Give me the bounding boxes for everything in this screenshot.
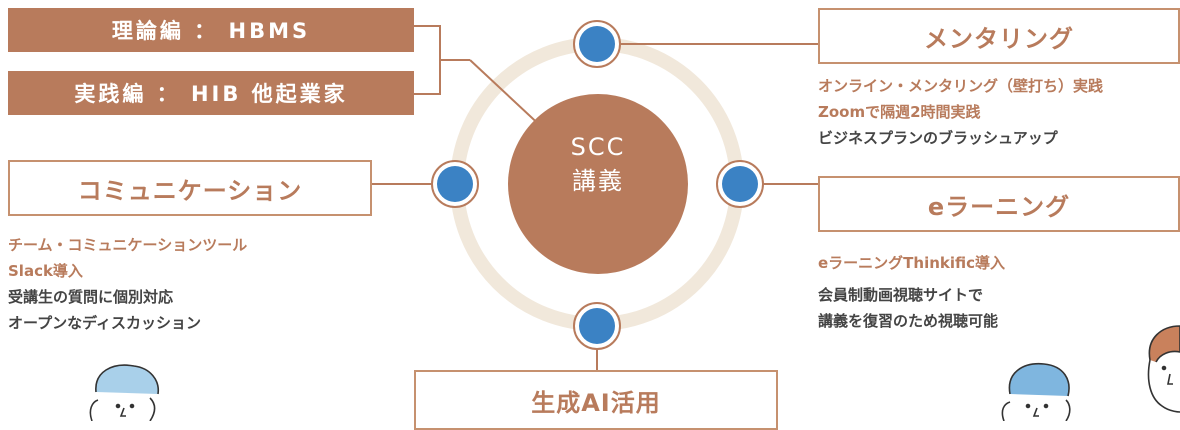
elearning-line-1: eラーニングThinkific導入 bbox=[818, 250, 1180, 276]
lecture-practice-box: 実践編 ： HIB 他起業家 bbox=[8, 71, 414, 115]
communication-line-1: チーム・コミュニケーションツール bbox=[8, 232, 388, 258]
mentoring-line-2: Zoomで隔週2時間実践 bbox=[818, 99, 1180, 125]
mentoring-box: メンタリング bbox=[818, 8, 1180, 64]
bracket-connector bbox=[414, 26, 440, 94]
center-label-line1: SCC bbox=[508, 130, 688, 164]
elearning-box: eラーニング bbox=[818, 176, 1180, 232]
elearning-line-2: 会員制動画視聴サイトで bbox=[818, 282, 1180, 308]
communication-line-4: オープンなディスカッション bbox=[8, 310, 388, 336]
center-label-line2: 講義 bbox=[508, 164, 688, 198]
person-illustration-right-2 bbox=[1149, 326, 1180, 412]
node-bottom bbox=[574, 303, 620, 349]
ai-box: 生成AI活用 bbox=[414, 370, 778, 430]
lecture-theory-label: 理論編 ： HBMS bbox=[112, 15, 310, 45]
communication-details: チーム・コミュニケーションツール Slack導入 受講生の質問に個別対応 オープ… bbox=[8, 232, 388, 336]
lecture-practice-label: 実践編 ： HIB 他起業家 bbox=[74, 78, 347, 108]
communication-title: コミュニケーション bbox=[78, 171, 303, 206]
mentoring-line-3: ビジネスプランのブラッシュアップ bbox=[818, 125, 1180, 151]
ai-title: 生成AI活用 bbox=[531, 383, 661, 418]
mentoring-title: メンタリング bbox=[924, 19, 1074, 54]
person-illustration-right-1 bbox=[1002, 364, 1069, 421]
node-left bbox=[432, 161, 478, 207]
elearning-line-3: 講義を復習のため視聴可能 bbox=[818, 308, 1180, 334]
center-label: SCC 講義 bbox=[508, 130, 688, 240]
elearning-title: eラーニング bbox=[928, 187, 1070, 222]
mentoring-details: オンライン・メンタリング（壁打ち）実践 Zoomで隔週2時間実践 ビジネスプラン… bbox=[818, 73, 1180, 151]
lecture-theory-box: 理論編 ： HBMS bbox=[8, 8, 414, 52]
communication-line-2: Slack導入 bbox=[8, 258, 388, 284]
communication-box: コミュニケーション bbox=[8, 160, 372, 216]
node-top bbox=[574, 21, 620, 67]
elearning-details: eラーニングThinkific導入 会員制動画視聴サイトで 講義を復習のため視聴… bbox=[818, 250, 1180, 334]
mentoring-line-1: オンライン・メンタリング（壁打ち）実践 bbox=[818, 73, 1180, 99]
person-illustration-left bbox=[90, 365, 158, 421]
communication-line-3: 受講生の質問に個別対応 bbox=[8, 284, 388, 310]
node-right bbox=[717, 161, 763, 207]
